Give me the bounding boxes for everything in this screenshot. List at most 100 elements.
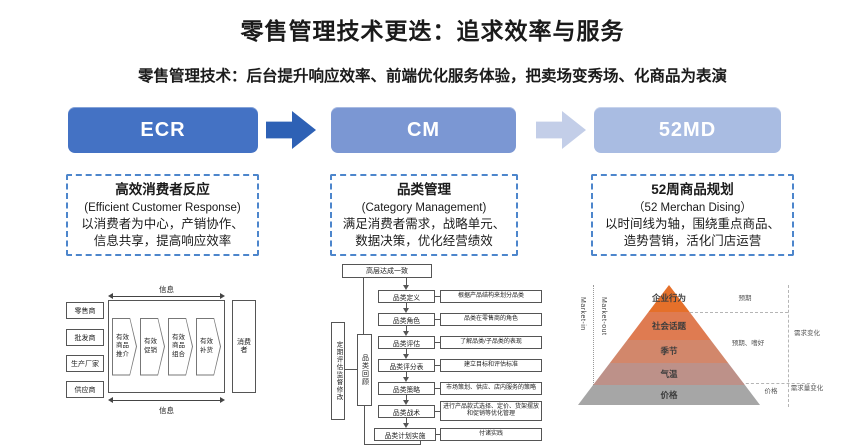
divider-dotted-line xyxy=(593,285,594,385)
pyramid-layer-label: 社会话题 xyxy=(651,321,687,331)
ecr-diagram: 信息 零售商 批发商 生产厂家 供应商 有效商品推介 有效促销 有效商品组合 有… xyxy=(58,283,290,423)
connector-line xyxy=(435,411,440,412)
chevron-label: 有效商品推介 xyxy=(116,333,129,358)
pyramid-layer-label: 企业行为 xyxy=(651,293,687,303)
info-box-title: 品类管理 xyxy=(397,182,451,197)
arrow-down-icon xyxy=(403,400,409,405)
pyramid-layer-price xyxy=(578,385,760,405)
stage-box-ecr: ECR xyxy=(68,107,258,153)
arrow-down-icon xyxy=(403,308,409,313)
pyramid-diagram: Market-in Market-out 企业行为 社会话题 季节 气温 价格 … xyxy=(573,283,865,433)
chain-box-manufacturer: 生产厂家 xyxy=(66,355,104,372)
info-box-line: 造势营销，活化门店运营 xyxy=(623,234,762,249)
pyramid-layer-label: 气温 xyxy=(660,369,678,379)
market-out-label: Market-out xyxy=(600,297,607,336)
divider-dashed-line xyxy=(700,383,815,384)
connector-line xyxy=(435,365,440,366)
chevron-label: 有效商品组合 xyxy=(172,333,185,358)
connector-line xyxy=(363,278,364,334)
connector-line xyxy=(435,296,440,297)
annotation-expectation: 预期 xyxy=(738,295,752,302)
block-arrow-icon xyxy=(536,111,586,149)
info-box-line: 信息共享，提高响应效率 xyxy=(93,234,232,249)
pyramid-layer-label: 季节 xyxy=(660,346,678,356)
connector-line xyxy=(406,326,407,332)
info-box-title: 52周商品规划 xyxy=(651,182,734,197)
connector-line xyxy=(435,319,440,320)
info-box-line: 满足消费者需求，战略单元、 xyxy=(342,216,506,231)
step-desc-box: 了解品类/子品类的表现 xyxy=(440,336,542,349)
step-box: 品类评估 xyxy=(378,336,435,349)
ecr-process-box: 有效商品推介 有效促销 有效商品组合 有效补货 xyxy=(108,300,225,393)
connector-line xyxy=(406,278,407,285)
info-box-english: (Efficient Customer Response) xyxy=(84,201,241,214)
double-arrow-icon xyxy=(108,293,225,300)
arrow-down-icon xyxy=(403,331,409,336)
connector-line xyxy=(435,388,440,389)
info-box-ecr: 高效消费者反应 (Efficient Customer Response) 以消… xyxy=(66,174,259,256)
info-flow-label-bottom: 信息 xyxy=(159,406,174,415)
divider-dashed-line xyxy=(788,285,789,407)
market-in-label: Market-in xyxy=(579,297,586,331)
info-box-line: 以时间线为轴，围绕重点商品、 xyxy=(604,216,780,231)
step-box: 品类角色 xyxy=(378,313,435,326)
page-subtitle: 零售管理技术：后台提升响应效率、前端优化服务体验，把卖场变秀场、化商品为表演 xyxy=(137,68,727,85)
review-box: 品类回顾 xyxy=(357,334,372,406)
connector-line xyxy=(436,434,440,435)
connector-line xyxy=(406,349,407,355)
cm-flowchart: 高层达成一致 定期评估监督修改 品类回顾 品类定义 根据产品结构来划分品类 品类… xyxy=(328,262,545,445)
info-box-line: 以消费者为中心，产销协作、 xyxy=(81,216,244,231)
step-desc-box: 市场策划、供应、店内服务的策略 xyxy=(440,382,542,395)
annotation-demand-change: 需求变化 xyxy=(794,330,820,337)
connector-line xyxy=(364,406,365,444)
chain-box-supplier: 供应商 xyxy=(66,381,104,398)
arrow-down-icon xyxy=(403,377,409,382)
chevron-effective-promotion-intro: 有效商品推介 xyxy=(112,317,137,376)
connector-line xyxy=(406,395,407,401)
pyramid-layer-season xyxy=(609,340,729,363)
stage-box-52md: 52MD xyxy=(594,107,781,153)
info-box-cm: 品类管理 (Category Management) 满足消费者需求，战略单元、… xyxy=(330,174,518,256)
divider-dashed-line xyxy=(680,312,788,313)
step-box: 品类计划实施 xyxy=(374,428,436,441)
consumer-box: 消费者 xyxy=(232,300,256,393)
monitor-box: 定期评估监督修改 xyxy=(331,322,345,420)
connector-line xyxy=(406,372,407,378)
step-desc-box: 建立目标和评估标准 xyxy=(440,359,542,372)
pyramid-layer-temperature xyxy=(593,363,745,385)
info-box-line: 数据决策，优化经营绩效 xyxy=(355,234,493,249)
chevron-effective-replenishment: 有效补货 xyxy=(196,317,221,376)
block-arrow-icon xyxy=(266,111,316,149)
chain-box-wholesaler: 批发商 xyxy=(66,329,104,346)
step-desc-box: 根据产品结构来划分品类 xyxy=(440,290,542,303)
connector-line xyxy=(345,369,357,370)
info-box-title: 高效消费者反应 xyxy=(115,182,210,197)
connector-line xyxy=(406,418,407,424)
chain-box-retailer: 零售商 xyxy=(66,302,104,319)
stage-box-cm: CM xyxy=(331,107,516,153)
consensus-box: 高层达成一致 xyxy=(342,264,432,278)
info-box-english: （52 Merchan Dising） xyxy=(633,201,752,214)
chevron-label: 有效补货 xyxy=(200,338,213,354)
annotation-expectation-preference: 预期、嗜好 xyxy=(731,340,765,347)
annotation-demand-volume-change: 需求量变化 xyxy=(790,385,824,392)
step-desc-box: 进行产品款式选择、定价、货架摆放和促销等优化管理 xyxy=(440,401,542,421)
chevron-label: 有效促销 xyxy=(144,338,157,354)
step-desc-box: 品类在零售商的角色 xyxy=(440,313,542,326)
connector-line xyxy=(406,303,407,309)
connector-line xyxy=(435,342,440,343)
annotation-price: 价格 xyxy=(764,388,778,395)
arrow-down-icon xyxy=(403,285,409,290)
step-desc-box: 付诸实践 xyxy=(440,428,542,441)
arrow-down-icon xyxy=(403,354,409,359)
step-box: 品类策略 xyxy=(378,382,435,395)
step-box: 品类定义 xyxy=(378,290,435,303)
arrow-down-icon xyxy=(403,423,409,428)
chevron-effective-assortment: 有效商品组合 xyxy=(168,317,193,376)
info-box-52md: 52周商品规划 （52 Merchan Dising） 以时间线为轴，围绕重点商… xyxy=(591,174,794,256)
info-box-english: (Category Management) xyxy=(361,201,487,214)
step-box: 品类战术 xyxy=(378,405,435,418)
step-box: 品类评分表 xyxy=(378,359,435,372)
chevron-effective-promotion: 有效促销 xyxy=(140,317,165,376)
